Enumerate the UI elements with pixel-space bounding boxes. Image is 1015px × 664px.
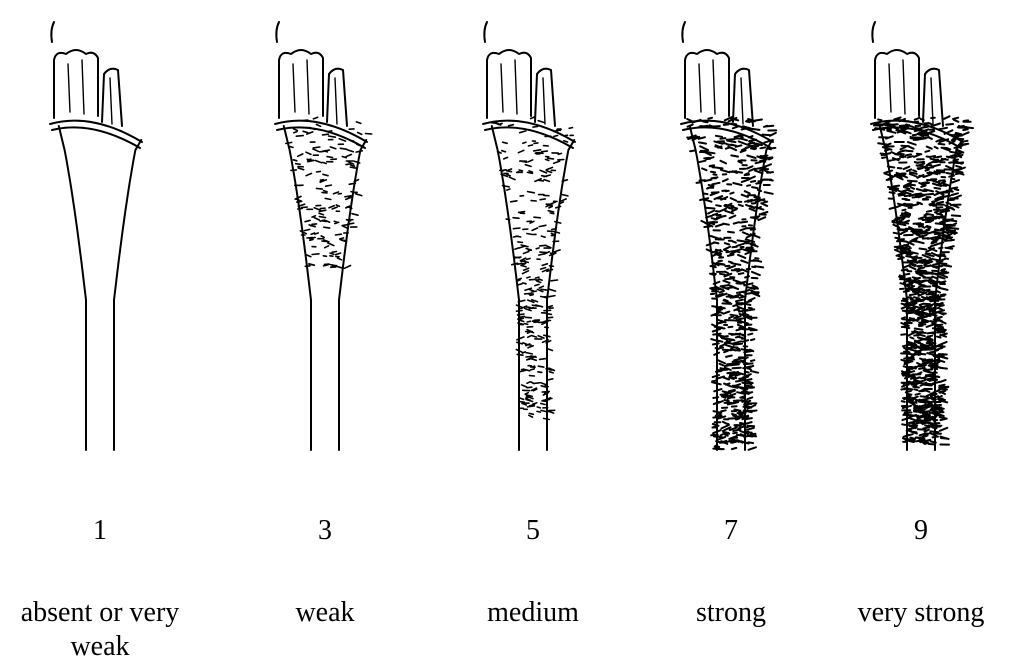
stem-edge-right [339,140,366,450]
leaf-veins [889,60,933,124]
stem-drawing-7 [636,0,826,470]
stem-edge-right [114,140,141,450]
leaf-tip [51,22,54,42]
stem-edge-left [492,126,519,450]
leaf-sheath-left [875,50,919,118]
scale-item-3: 3 weak [230,0,420,648]
leaf-tip [872,22,875,42]
description-label: absent or very weak [5,596,195,664]
leaf-tip [276,22,279,42]
stem-drawing-1 [5,0,195,470]
score-label: 9 [826,516,1015,546]
leaf-sheath-left [685,50,729,118]
leaf-sheath-left [279,50,323,118]
stem-edge-right [547,140,574,450]
description-label: medium [438,596,628,630]
leaf-veins [293,60,337,124]
hair-pattern [492,117,574,420]
scale-item-7: 7 strong [636,0,826,648]
description-label: weak [230,596,420,630]
scale-item-1: 1 absent or very weak [5,0,195,648]
hair-strokes [687,117,776,450]
score-label: 1 [5,516,195,546]
hair-pattern [286,117,372,268]
stem-drawing-5 [438,0,628,470]
leaf-tip [484,22,487,42]
stem-outline [483,22,575,450]
leaf-veins [501,60,545,124]
score-label: 5 [438,516,628,546]
stem-edge-left [59,126,86,450]
scale-item-5: 5 medium [438,0,628,648]
scale-item-9: 9 very strong [826,0,1015,648]
hair-strokes [492,117,574,420]
leaf-veins [68,60,112,124]
description-label: strong [636,596,826,630]
leaf-sheath-left [487,50,531,118]
description-label: very strong [826,596,1015,630]
stem-drawing-9 [826,0,1015,470]
leaf-veins [699,60,743,124]
hair-strokes [286,117,372,268]
leaf-tip [682,22,685,42]
stem-drawing-3 [230,0,420,470]
score-label: 7 [636,516,826,546]
stem-outline [50,22,142,450]
leaf-sheath-left [54,50,98,118]
score-label: 3 [230,516,420,546]
hair-pattern [687,117,776,450]
